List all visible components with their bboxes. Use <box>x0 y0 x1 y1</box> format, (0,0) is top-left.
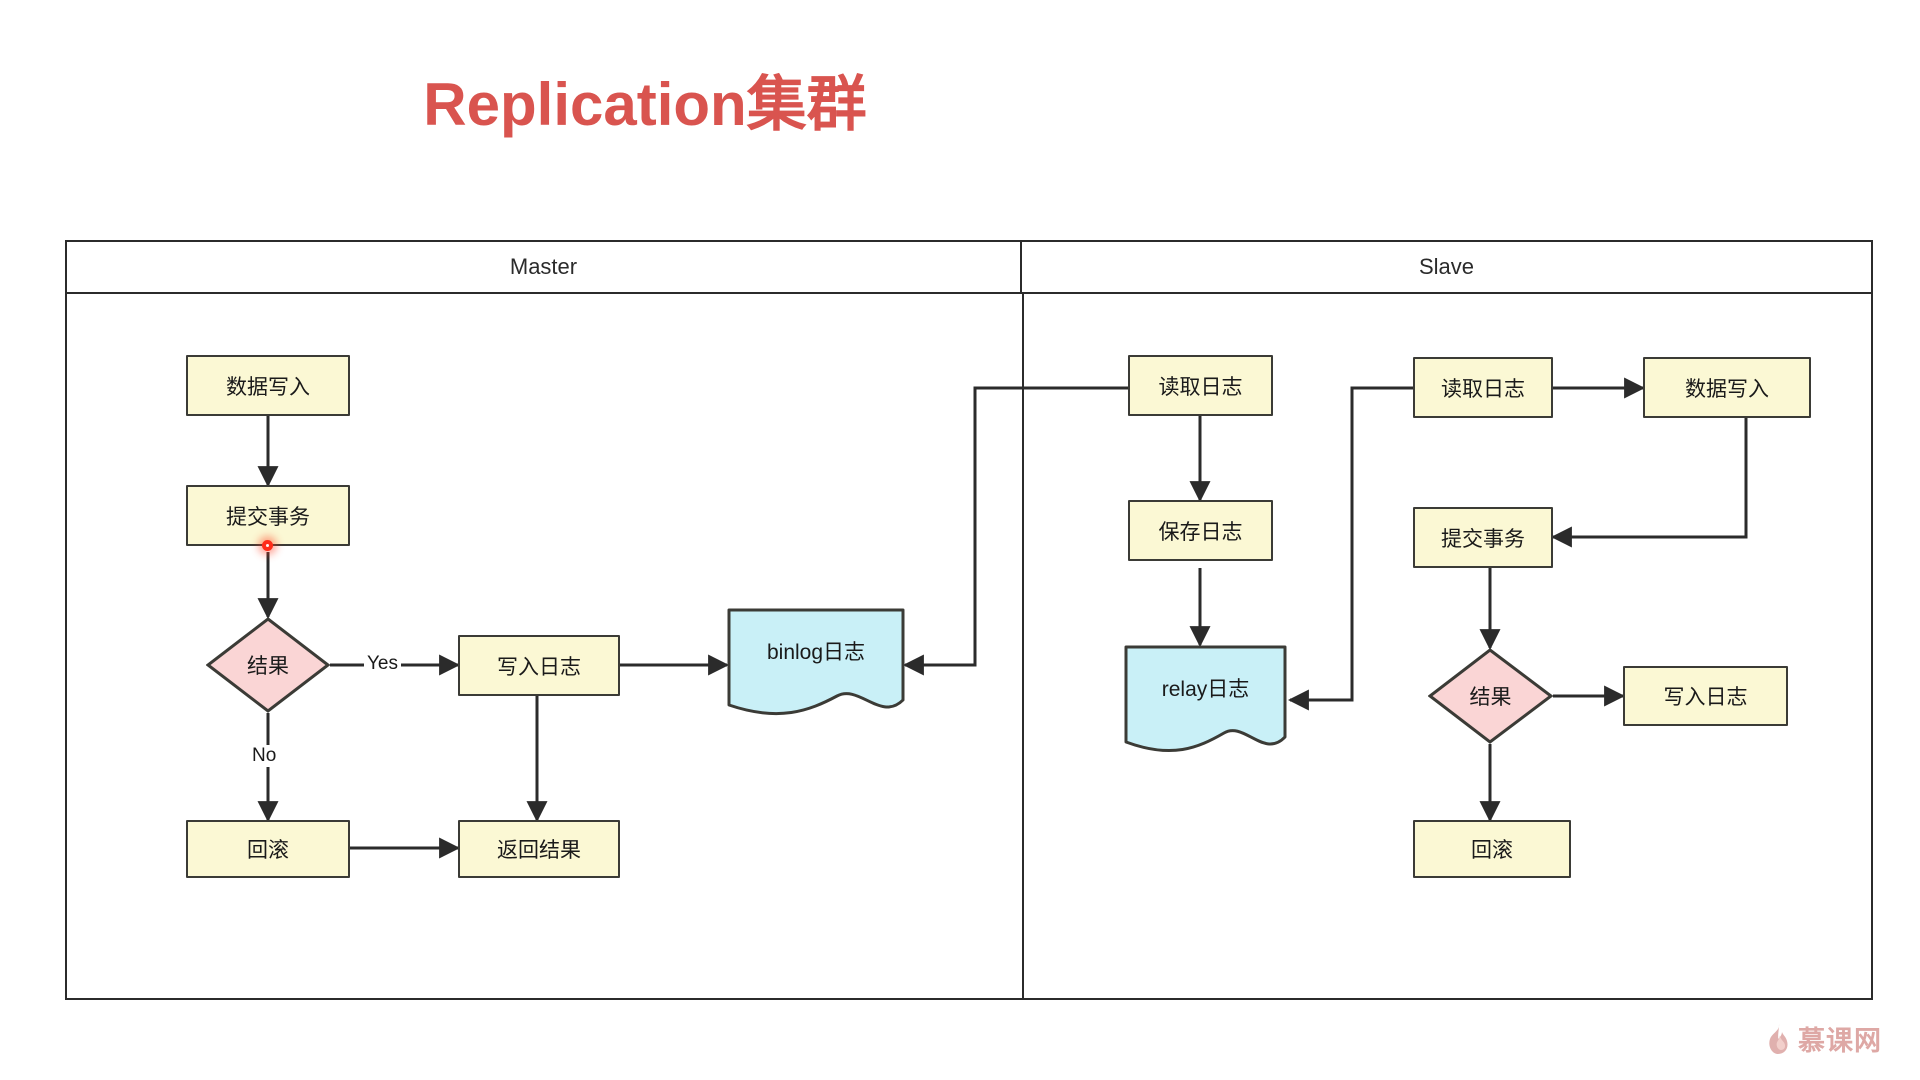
node-slave-read-log-sql[interactable]: 读取日志 <box>1413 357 1553 418</box>
node-slave-commit-tx[interactable]: 提交事务 <box>1413 507 1553 568</box>
node-slave-save-log[interactable]: 保存日志 <box>1128 500 1273 561</box>
node-slave-read-log-io[interactable]: 读取日志 <box>1128 355 1273 416</box>
node-master-rollback[interactable]: 回滚 <box>186 820 350 878</box>
watermark: 慕课网 <box>1764 1019 1882 1058</box>
node-label: 写入日志 <box>1663 686 1748 709</box>
document-shape <box>727 608 905 716</box>
node-slave-relay[interactable]: relay日志 <box>1124 645 1287 755</box>
node-slave-data-write[interactable]: 数据写入 <box>1643 357 1811 418</box>
node-label: 读取日志 <box>1441 377 1525 401</box>
lane-header-slave: Slave <box>1022 242 1871 294</box>
lane-label-master: Master <box>509 254 578 279</box>
node-master-write-log[interactable]: 写入日志 <box>458 635 620 696</box>
node-master-commit-tx[interactable]: 提交事务 <box>186 485 350 546</box>
node-label: 回滚 <box>1471 839 1513 862</box>
page-title: Replication集群 <box>423 71 867 138</box>
node-master-result[interactable]: 结果 <box>206 617 330 713</box>
node-master-binlog[interactable]: binlog日志 <box>727 608 905 718</box>
lane-divider <box>1022 294 1024 1000</box>
node-label: 提交事务 <box>226 505 310 529</box>
diamond-shape <box>1428 648 1553 744</box>
node-label: 写入日志 <box>497 655 581 679</box>
diagram-frame: Master Slave <box>65 240 1873 1000</box>
flame-icon <box>1769 1023 1788 1054</box>
watermark-text: 慕课网 <box>1798 1026 1882 1056</box>
lane-label-slave: Slave <box>1418 254 1475 279</box>
node-slave-rollback[interactable]: 回滚 <box>1413 820 1571 878</box>
node-label: 保存日志 <box>1158 520 1243 544</box>
edge-label-no: No <box>249 745 280 767</box>
node-slave-result[interactable]: 结果 <box>1428 648 1553 744</box>
node-label: 回滚 <box>247 839 289 862</box>
cursor-click-marker <box>262 540 273 551</box>
lane-header-master: Master <box>67 242 1022 294</box>
node-label: 读取日志 <box>1158 375 1243 399</box>
node-label: 返回结果 <box>497 839 581 862</box>
diamond-shape <box>206 617 330 713</box>
node-label: 数据写入 <box>1685 377 1769 401</box>
node-label: 数据写入 <box>226 375 310 399</box>
node-master-data-write[interactable]: 数据写入 <box>186 355 350 416</box>
node-master-return-result[interactable]: 返回结果 <box>458 820 620 878</box>
node-label: 提交事务 <box>1441 527 1525 551</box>
edge-label-yes: Yes <box>364 653 401 675</box>
node-slave-write-log[interactable]: 写入日志 <box>1623 666 1788 726</box>
document-shape <box>1124 645 1287 753</box>
